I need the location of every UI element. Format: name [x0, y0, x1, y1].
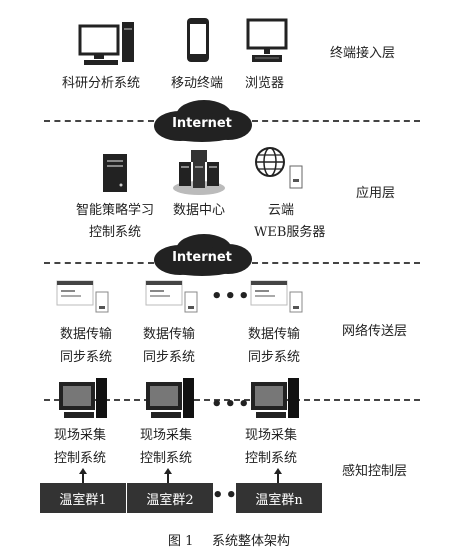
network-ellipsis: ••• [211, 286, 252, 307]
separator-app-network-right [252, 262, 420, 264]
internet-label-1: Internet [172, 116, 232, 131]
field-control-label-3-line2: 控制系统 [245, 451, 298, 466]
sync-device-icon-2 [145, 280, 198, 313]
field-computer-icon-3 [251, 378, 299, 418]
sync-device-icon-3 [250, 280, 303, 313]
browser-label: 浏览器 [245, 76, 285, 91]
application-layer-label: 应用层 [356, 186, 396, 201]
separator-network-sensing [44, 399, 420, 401]
field-computer-icon-2 [146, 378, 194, 418]
data-center-icon [173, 150, 225, 195]
sync-system-label-2-line1: 数据传输 [143, 327, 196, 342]
field-computer-icon-1 [59, 378, 107, 418]
monitor-icon [246, 18, 288, 62]
sync-device-icon-1 [56, 280, 109, 313]
strategy-label-line1: 智能策略学习 [76, 203, 155, 218]
desktop-computer-icon [78, 22, 134, 65]
mobile-phone-icon [187, 18, 209, 62]
sensing-layer-label: 感知控制层 [342, 464, 408, 479]
greenhouse-group-n: 温室群n [236, 483, 322, 513]
greenhouse-group-2: 温室群2 [127, 483, 213, 513]
separator-app-network [44, 262, 154, 264]
network-layer-label: 网络传送层 [342, 324, 408, 339]
web-server-globe-icon [255, 147, 303, 189]
separator-terminal-app-right [252, 120, 420, 122]
sync-system-label-1-line2: 同步系统 [60, 350, 113, 365]
figure-number: 图 1 [168, 534, 194, 549]
field-control-label-1-line1: 现场采集 [54, 428, 107, 443]
separator-terminal-app [44, 120, 154, 122]
greenhouse-group-1: 温室群1 [40, 483, 126, 513]
sync-system-label-3-line2: 同步系统 [248, 350, 301, 365]
field-control-label-2-line1: 现场采集 [140, 428, 193, 443]
terminal-layer-label: 终端接入层 [330, 46, 396, 61]
server-tower-icon [103, 154, 127, 192]
sensing-ellipsis: ••• [211, 394, 252, 415]
research-analysis-label: 科研分析系统 [62, 76, 141, 91]
cloud-label-line2: WEB服务器 [254, 225, 326, 240]
field-control-label-3-line1: 现场采集 [245, 428, 298, 443]
cloud-label-line1: 云端 [268, 203, 295, 218]
internet-cloud-icon: Internet [154, 100, 252, 142]
internet-label-2: Internet [172, 250, 232, 265]
data-center-label: 数据中心 [173, 203, 226, 218]
sync-system-label-2-line2: 同步系统 [143, 350, 196, 365]
strategy-label-line2: 控制系统 [89, 225, 142, 240]
figure-title: 系统整体架构 [212, 534, 291, 549]
internet-cloud-icon-2: Internet [154, 234, 252, 276]
sync-system-label-3-line1: 数据传输 [248, 327, 301, 342]
sync-system-label-1-line1: 数据传输 [60, 327, 113, 342]
field-control-label-2-line2: 控制系统 [140, 451, 193, 466]
mobile-terminal-label: 移动终端 [171, 76, 224, 91]
field-control-label-1-line2: 控制系统 [54, 451, 107, 466]
